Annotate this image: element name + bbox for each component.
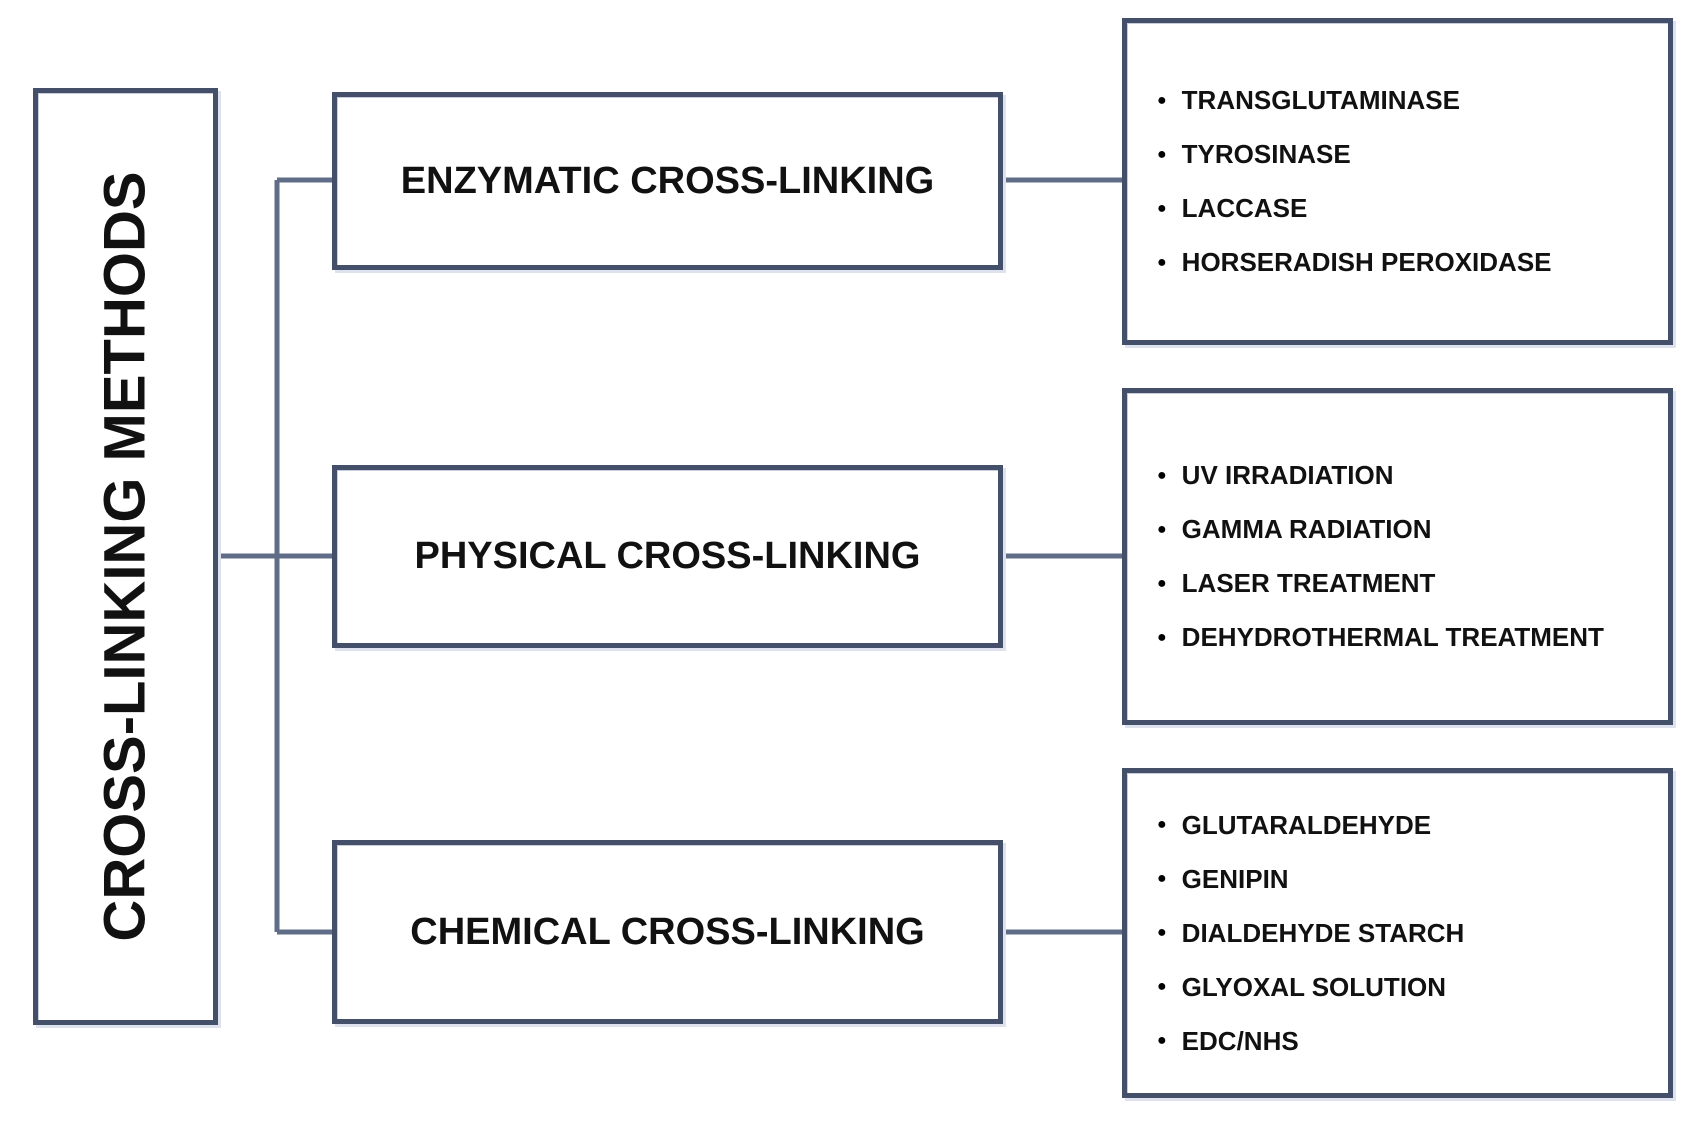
physical-items-list: UV IRRADIATION GAMMA RADIATION LASER TRE… — [1127, 460, 1614, 653]
list-item: HORSERADISH PEROXIDASE — [1157, 247, 1552, 278]
chemical-items-box: GLUTARALDEHYDE GENIPIN DIALDEHYDE STARCH… — [1122, 768, 1673, 1098]
root-node-box: CROSS-LINKING METHODS — [33, 88, 218, 1025]
branch-enzymatic-box: ENZYMATIC CROSS-LINKING — [332, 92, 1003, 270]
branch-chemical-label: CHEMICAL CROSS-LINKING — [410, 910, 925, 953]
list-item: TRANSGLUTAMINASE — [1157, 85, 1552, 116]
chemical-items-list: GLUTARALDEHYDE GENIPIN DIALDEHYDE STARCH… — [1127, 810, 1474, 1057]
enzymatic-items-box: TRANSGLUTAMINASE TYROSINASE LACCASE HORS… — [1122, 18, 1673, 345]
list-item: GAMMA RADIATION — [1157, 514, 1604, 545]
branch-enzymatic-label: ENZYMATIC CROSS-LINKING — [400, 159, 935, 202]
list-item: EDC/NHS — [1157, 1026, 1464, 1057]
list-item: TYROSINASE — [1157, 139, 1552, 170]
enzymatic-items-list: TRANSGLUTAMINASE TYROSINASE LACCASE HORS… — [1127, 85, 1562, 278]
list-item: GENIPIN — [1157, 864, 1464, 895]
list-item: GLUTARALDEHYDE — [1157, 810, 1464, 841]
list-item: UV IRRADIATION — [1157, 460, 1604, 491]
list-item: GLYOXAL SOLUTION — [1157, 972, 1464, 1003]
root-node-label: CROSS-LINKING METHODS — [93, 171, 158, 942]
list-item: DEHYDROTHERMAL TREATMENT — [1157, 622, 1604, 653]
branch-physical-box: PHYSICAL CROSS-LINKING — [332, 465, 1003, 648]
branch-chemical-box: CHEMICAL CROSS-LINKING — [332, 840, 1003, 1024]
list-item: LASER TREATMENT — [1157, 568, 1604, 599]
list-item: DIALDEHYDE STARCH — [1157, 918, 1465, 949]
branch-physical-label: PHYSICAL CROSS-LINKING — [414, 535, 921, 577]
physical-items-box: UV IRRADIATION GAMMA RADIATION LASER TRE… — [1122, 388, 1673, 725]
list-item: LACCASE — [1157, 193, 1552, 224]
